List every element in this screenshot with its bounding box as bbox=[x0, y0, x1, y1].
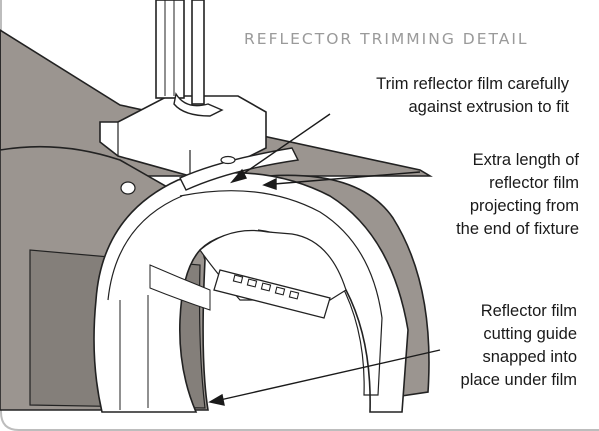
callout-line: Reflector film bbox=[480, 302, 577, 320]
diagram-title: REFLECTOR TRIMMING DETAIL bbox=[244, 30, 529, 48]
callout-line: the end of fixture bbox=[456, 220, 579, 238]
led-chips bbox=[232, 274, 300, 300]
mounting-hole bbox=[120, 181, 136, 195]
callout-extra-length: Extra length of reflector film projectin… bbox=[456, 149, 579, 241]
led-board bbox=[213, 269, 331, 319]
callout-line: snapped into bbox=[482, 348, 578, 366]
callout-line: against extrusion to fit bbox=[408, 98, 569, 116]
callout-line: reflector film bbox=[489, 174, 579, 192]
leader-arrows bbox=[208, 113, 441, 406]
callout-line: Trim reflector film carefully bbox=[376, 75, 569, 93]
callout-trim-reflector: Trim reflector film carefully against ex… bbox=[376, 73, 569, 119]
callout-line: Extra length of bbox=[472, 151, 579, 169]
callout-line: place under film bbox=[460, 371, 577, 389]
hanger-rod bbox=[155, 0, 185, 99]
clip-strap bbox=[179, 147, 300, 191]
mounting-clip bbox=[99, 95, 267, 177]
callout-cutting-guide: Reflector film cutting guide snapped int… bbox=[461, 300, 577, 392]
callout-line: cutting guide bbox=[483, 325, 577, 343]
callout-line: projecting from bbox=[469, 197, 579, 215]
